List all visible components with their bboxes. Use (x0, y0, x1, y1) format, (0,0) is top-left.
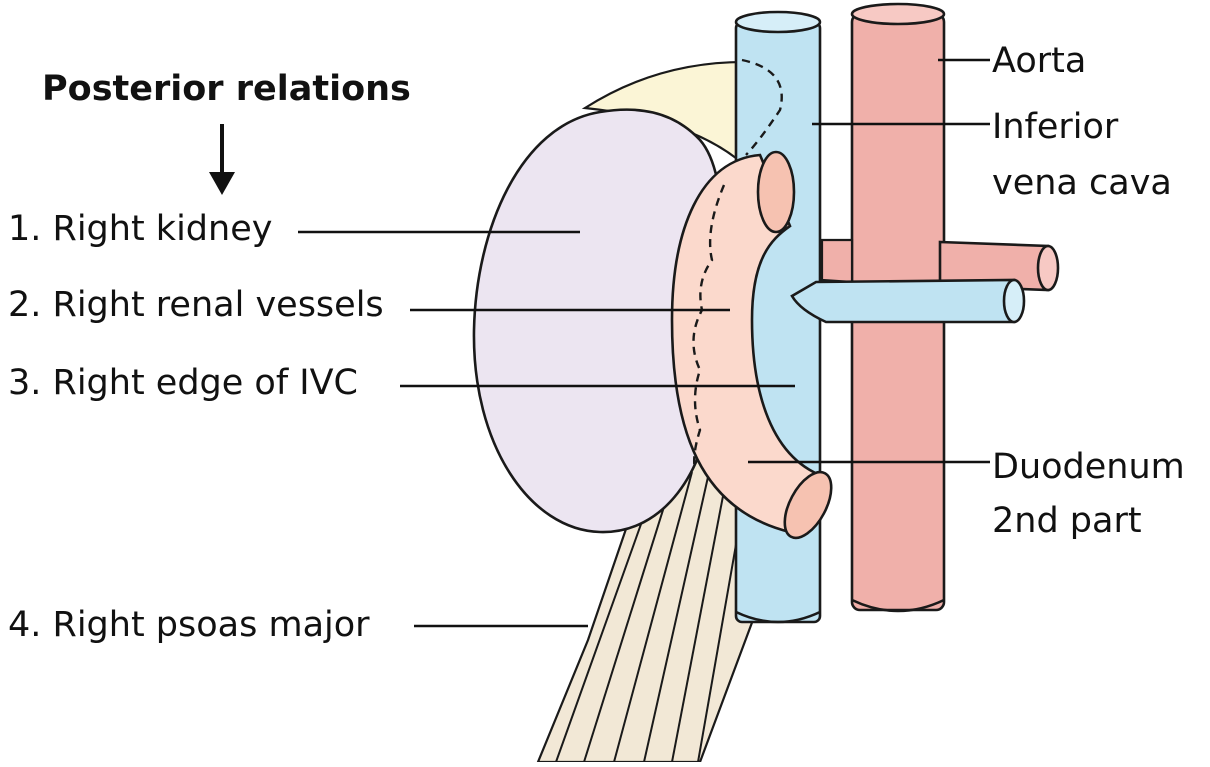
label-right-kidney: 1. Right kidney (8, 209, 272, 249)
label-duodenum-line1: Duodenum (992, 447, 1185, 487)
label-duodenum-line2: 2nd part (992, 501, 1142, 541)
label-aorta: Aorta (992, 41, 1086, 81)
label-right-renal-vessels: 2. Right renal vessels (8, 285, 384, 325)
label-ivc-line2: vena cava (992, 163, 1172, 203)
diagram-title: Posterior relations (42, 69, 411, 109)
down-arrow-icon (209, 124, 235, 195)
label-right-psoas-major: 4. Right psoas major (8, 605, 370, 645)
label-ivc-line1: Inferior (992, 107, 1119, 147)
label-right-edge-ivc: 3. Right edge of IVC (8, 363, 358, 403)
